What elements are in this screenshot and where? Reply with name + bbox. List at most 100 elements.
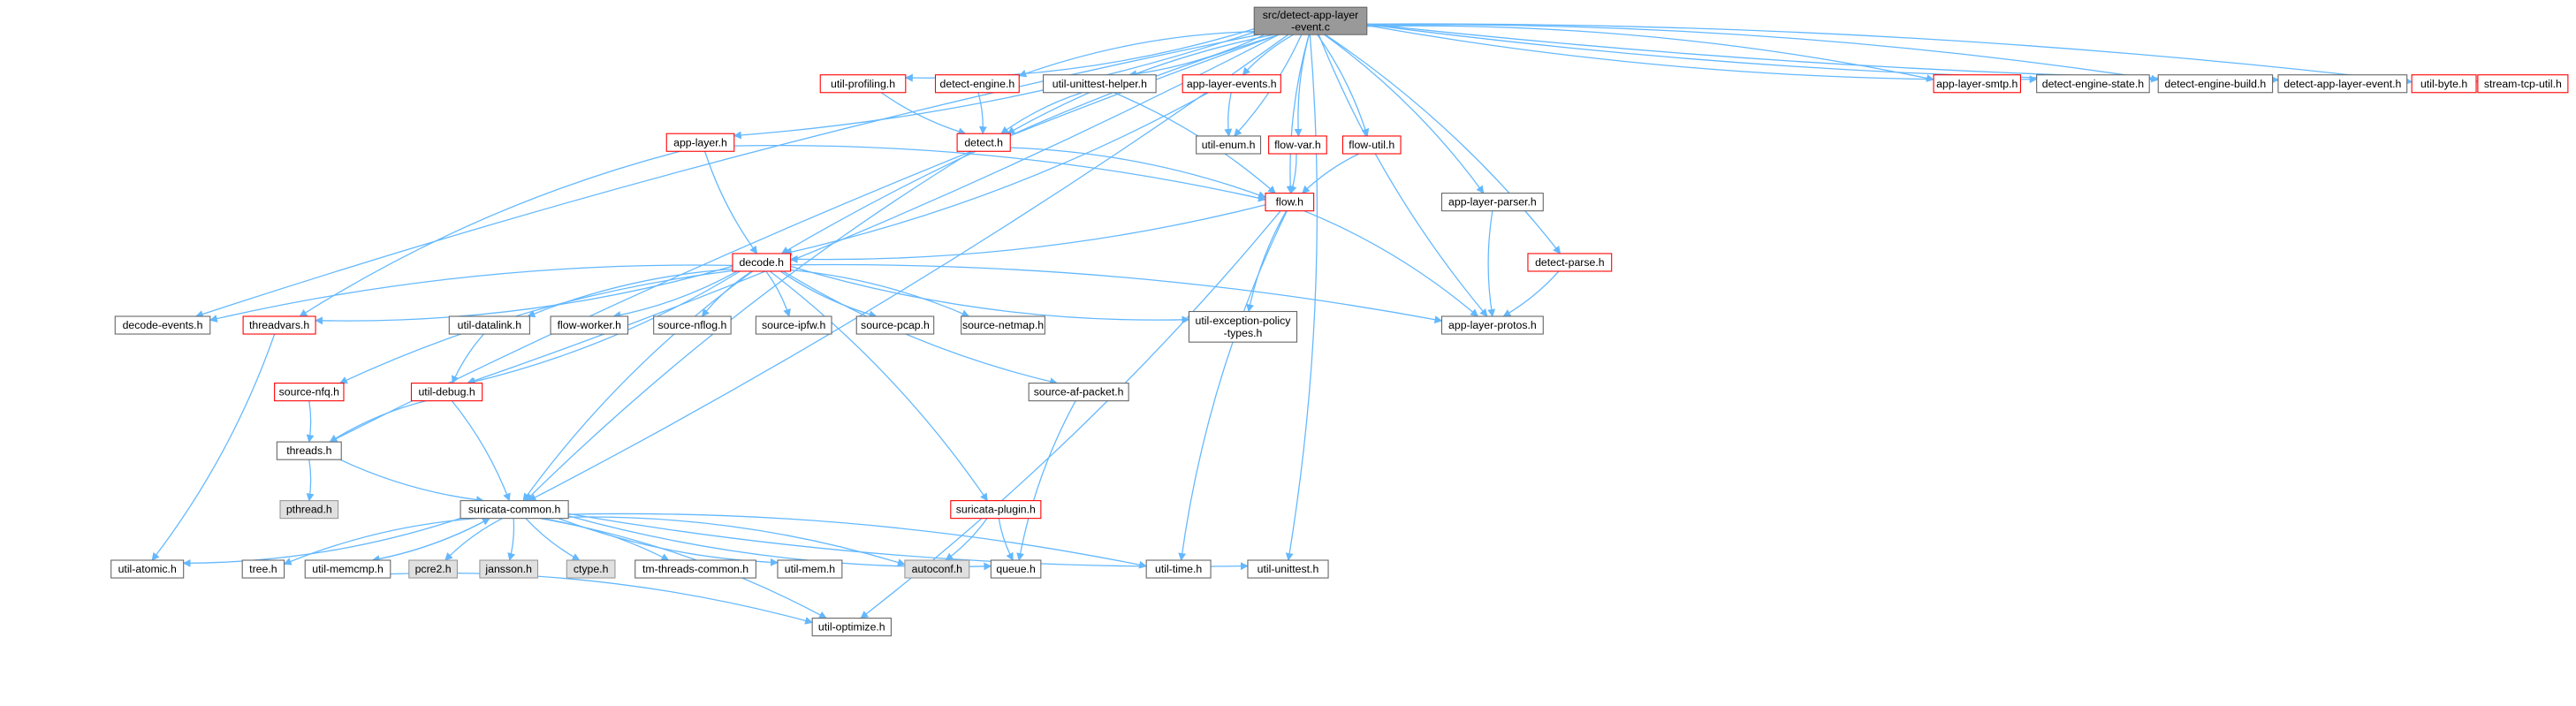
- edge-root-to-app_layer: [733, 31, 1255, 140]
- node-label: util-atomic.h: [118, 563, 177, 575]
- node-app-layer-parser[interactable]: app-layer-parser.h: [1440, 193, 1544, 212]
- node-label: flow-worker.h: [558, 319, 622, 331]
- node-threadvars[interactable]: threadvars.h: [242, 315, 316, 335]
- node-jansson[interactable]: jansson.h: [479, 559, 539, 579]
- edge-root-to-util_debug: [467, 34, 1280, 385]
- edge-root-to-threads: [329, 34, 1280, 443]
- node-tm-threads-common[interactable]: tm-threads-common.h: [635, 559, 756, 579]
- node-queue[interactable]: queue.h: [990, 559, 1042, 579]
- edge-root-to-suricata_common: [528, 34, 1289, 502]
- node-box: [1527, 253, 1613, 272]
- node-box: [1933, 74, 2021, 94]
- node-box: [2411, 74, 2477, 94]
- node-app-layer[interactable]: app-layer.h: [665, 133, 735, 152]
- node-flow[interactable]: flow.h: [1265, 193, 1315, 212]
- node-source-nfq[interactable]: source-nfq.h: [274, 383, 345, 402]
- node-box: [1247, 559, 1329, 579]
- node-app-layer-events[interactable]: app-layer-events.h: [1182, 74, 1281, 94]
- node-util-optimize[interactable]: util-optimize.h: [811, 618, 892, 637]
- node-flow-util[interactable]: flow-util.h: [1341, 135, 1402, 155]
- node-label: -types.h: [1224, 327, 1263, 339]
- edge-root-to-detect: [1007, 34, 1274, 134]
- edge-suricata_common-to-jansson: [507, 518, 515, 561]
- node-pcre2[interactable]: pcre2.h: [408, 559, 458, 579]
- node-util-mem[interactable]: util-mem.h: [777, 559, 843, 579]
- node-label: decode.h: [739, 256, 784, 269]
- node-detect-parse[interactable]: detect-parse.h: [1527, 253, 1613, 272]
- edge-app_layer_events-to-decode: [784, 92, 1209, 256]
- node-box: [635, 559, 756, 579]
- node-tree[interactable]: tree.h: [241, 559, 285, 579]
- node-label: -event.c: [1291, 21, 1330, 34]
- node-label: pthread.h: [286, 504, 332, 516]
- node-util-profiling[interactable]: util-profiling.h: [819, 74, 907, 94]
- node-detect-engine-build[interactable]: detect-engine-build.h: [2157, 74, 2274, 94]
- node-label: util-unittest-helper.h: [1052, 78, 1147, 90]
- node-detect-engine-state[interactable]: detect-engine-state.h: [2036, 74, 2150, 94]
- edge-root-to-app_layer_smtp: [1366, 25, 1934, 82]
- node-util-exception-policy[interactable]: util-exception-policy-types.h: [1188, 310, 1298, 343]
- edge-suricata_common-to-util_time: [568, 512, 1148, 569]
- node-box: [950, 500, 1042, 520]
- node-source-pcap[interactable]: source-pcap.h: [855, 315, 935, 335]
- node-suricata-plugin[interactable]: suricata-plugin.h: [950, 500, 1042, 520]
- node-source-netmap[interactable]: source-netmap.h: [961, 315, 1045, 335]
- edge-decode-to-decode_events: [209, 264, 733, 323]
- node-label: detect-engine-build.h: [2165, 78, 2267, 90]
- node-autoconf[interactable]: autoconf.h: [904, 559, 970, 579]
- node-ctype[interactable]: ctype.h: [566, 559, 616, 579]
- edge-decode-to-source_ipfw: [765, 270, 791, 317]
- node-app-layer-smtp[interactable]: app-layer-smtp.h: [1933, 74, 2021, 94]
- edge-detect-to-flow: [1010, 147, 1266, 199]
- edge-util_unittest_helper-to-detect: [1000, 92, 1083, 134]
- node-app-layer-protos[interactable]: app-layer-protos.h: [1440, 315, 1544, 335]
- node-box: [1440, 315, 1544, 335]
- node-decode[interactable]: decode.h: [732, 253, 792, 272]
- node-source-af-packet[interactable]: source-af-packet.h: [1028, 383, 1129, 402]
- edge-util_profiling-to-detect: [880, 92, 967, 136]
- edge-root-to-app_layer_protos: [1318, 34, 1488, 317]
- node-box: [408, 559, 458, 579]
- node-box: [1028, 383, 1129, 402]
- node-flow-worker[interactable]: flow-worker.h: [550, 315, 629, 335]
- edge-root-to-detect_engine_state: [1366, 25, 2038, 84]
- node-util-debug[interactable]: util-debug.h: [410, 383, 483, 402]
- node-util-memcmp[interactable]: util-memcmp.h: [304, 559, 391, 579]
- node-label: detect.h: [964, 136, 1003, 148]
- edge-flow-to-decode: [789, 204, 1266, 263]
- node-source-nflog[interactable]: source-nflog.h: [653, 315, 732, 335]
- node-label: app-layer-smtp.h: [1936, 78, 2017, 90]
- node-label: util-debug.h: [418, 386, 475, 399]
- edge-suricata_common-to-tm_threads_common: [541, 518, 670, 561]
- node-detect-app-layer-event[interactable]: detect-app-layer-event.h: [2277, 74, 2408, 94]
- node-util-unittest[interactable]: util-unittest.h: [1247, 559, 1329, 579]
- node-util-time[interactable]: util-time.h: [1145, 559, 1212, 579]
- node-pthread[interactable]: pthread.h: [279, 500, 339, 520]
- edge-app_layer-to-flow: [733, 144, 1266, 202]
- node-detect-engine[interactable]: detect-engine.h: [934, 74, 1020, 94]
- node-label: app-layer.h: [673, 136, 727, 148]
- node-util-atomic[interactable]: util-atomic.h: [110, 559, 185, 579]
- node-box: [110, 559, 185, 579]
- node-util-datalink[interactable]: util-datalink.h: [448, 315, 530, 335]
- node-box: [732, 253, 792, 272]
- node-stream-tcp-util[interactable]: stream-tcp-util.h: [2477, 74, 2569, 94]
- edge-root-to-util_unittest_helper: [1128, 34, 1265, 79]
- node-util-enum[interactable]: util-enum.h: [1196, 135, 1262, 155]
- node-root[interactable]: src/detect-app-layer-event.c: [1253, 6, 1368, 35]
- node-flow-var[interactable]: flow-var.h: [1268, 135, 1327, 155]
- node-suricata-common[interactable]: suricata-common.h: [460, 500, 569, 520]
- node-source-ipfw[interactable]: source-ipfw.h: [755, 315, 832, 335]
- node-threads[interactable]: threads.h: [276, 441, 342, 460]
- node-label: util-unittest.h: [1258, 563, 1319, 575]
- edge-root-to-app_layer_events: [1242, 34, 1294, 76]
- node-decode-events[interactable]: decode-events.h: [114, 315, 211, 335]
- node-label: detect-engine.h: [940, 78, 1015, 90]
- node-label: src/detect-app-layer: [1263, 9, 1359, 21]
- node-label: source-af-packet.h: [1034, 386, 1124, 399]
- node-detect[interactable]: detect.h: [956, 133, 1011, 152]
- node-util-byte[interactable]: util-byte.h: [2411, 74, 2477, 94]
- edge-decode-to-source_af_packet: [782, 270, 1059, 386]
- node-util-unittest-helper[interactable]: util-unittest-helper.h: [1043, 74, 1157, 94]
- edge-suricata_plugin-to-autoconf: [945, 518, 988, 561]
